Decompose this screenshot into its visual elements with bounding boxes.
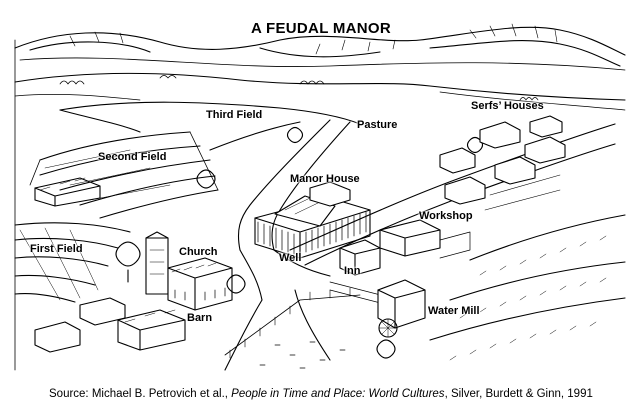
source-caption: Source: Michael B. Petrovich et al., Peo… [49, 388, 593, 401]
label-first-field: First Field [30, 243, 83, 255]
barn [34, 297, 186, 353]
diagram-title: A FEUDAL MANOR [250, 20, 392, 37]
label-workshop: Workshop [419, 210, 473, 222]
water-mill [377, 279, 426, 338]
label-third-field: Third Field [206, 109, 263, 121]
serfs-houses [439, 115, 566, 211]
label-water-mill: Water Mill [428, 305, 480, 317]
fences [224, 287, 361, 359]
label-serfs-houses: Serfs’ Houses [471, 100, 544, 112]
source-book-title: People in Time and Place: World Cultures [231, 388, 445, 400]
manor-house [254, 181, 371, 259]
label-second-field: Second Field [98, 151, 167, 163]
trees [115, 126, 484, 359]
label-manor-house: Manor House [290, 173, 360, 185]
first-field [14, 222, 131, 303]
right-hillside [429, 214, 626, 361]
workshop [379, 219, 471, 259]
inn [329, 239, 401, 309]
label-church: Church [179, 246, 218, 258]
livestock [259, 341, 346, 369]
second-field [29, 131, 219, 219]
mountains [14, 23, 626, 71]
label-pasture: Pasture [357, 119, 398, 131]
label-inn: Inn [344, 265, 361, 277]
third-field [59, 101, 361, 151]
church [145, 231, 233, 311]
label-well: Well [279, 252, 302, 264]
manor-illustration [14, 23, 626, 371]
label-barn: Barn [187, 312, 213, 324]
source-suffix: , Silver, Burdett & Ginn, 1991 [444, 388, 593, 400]
hills [14, 72, 626, 111]
field-barn [34, 177, 101, 207]
source-prefix: Source: Michael B. Petrovich et al., [49, 388, 232, 400]
